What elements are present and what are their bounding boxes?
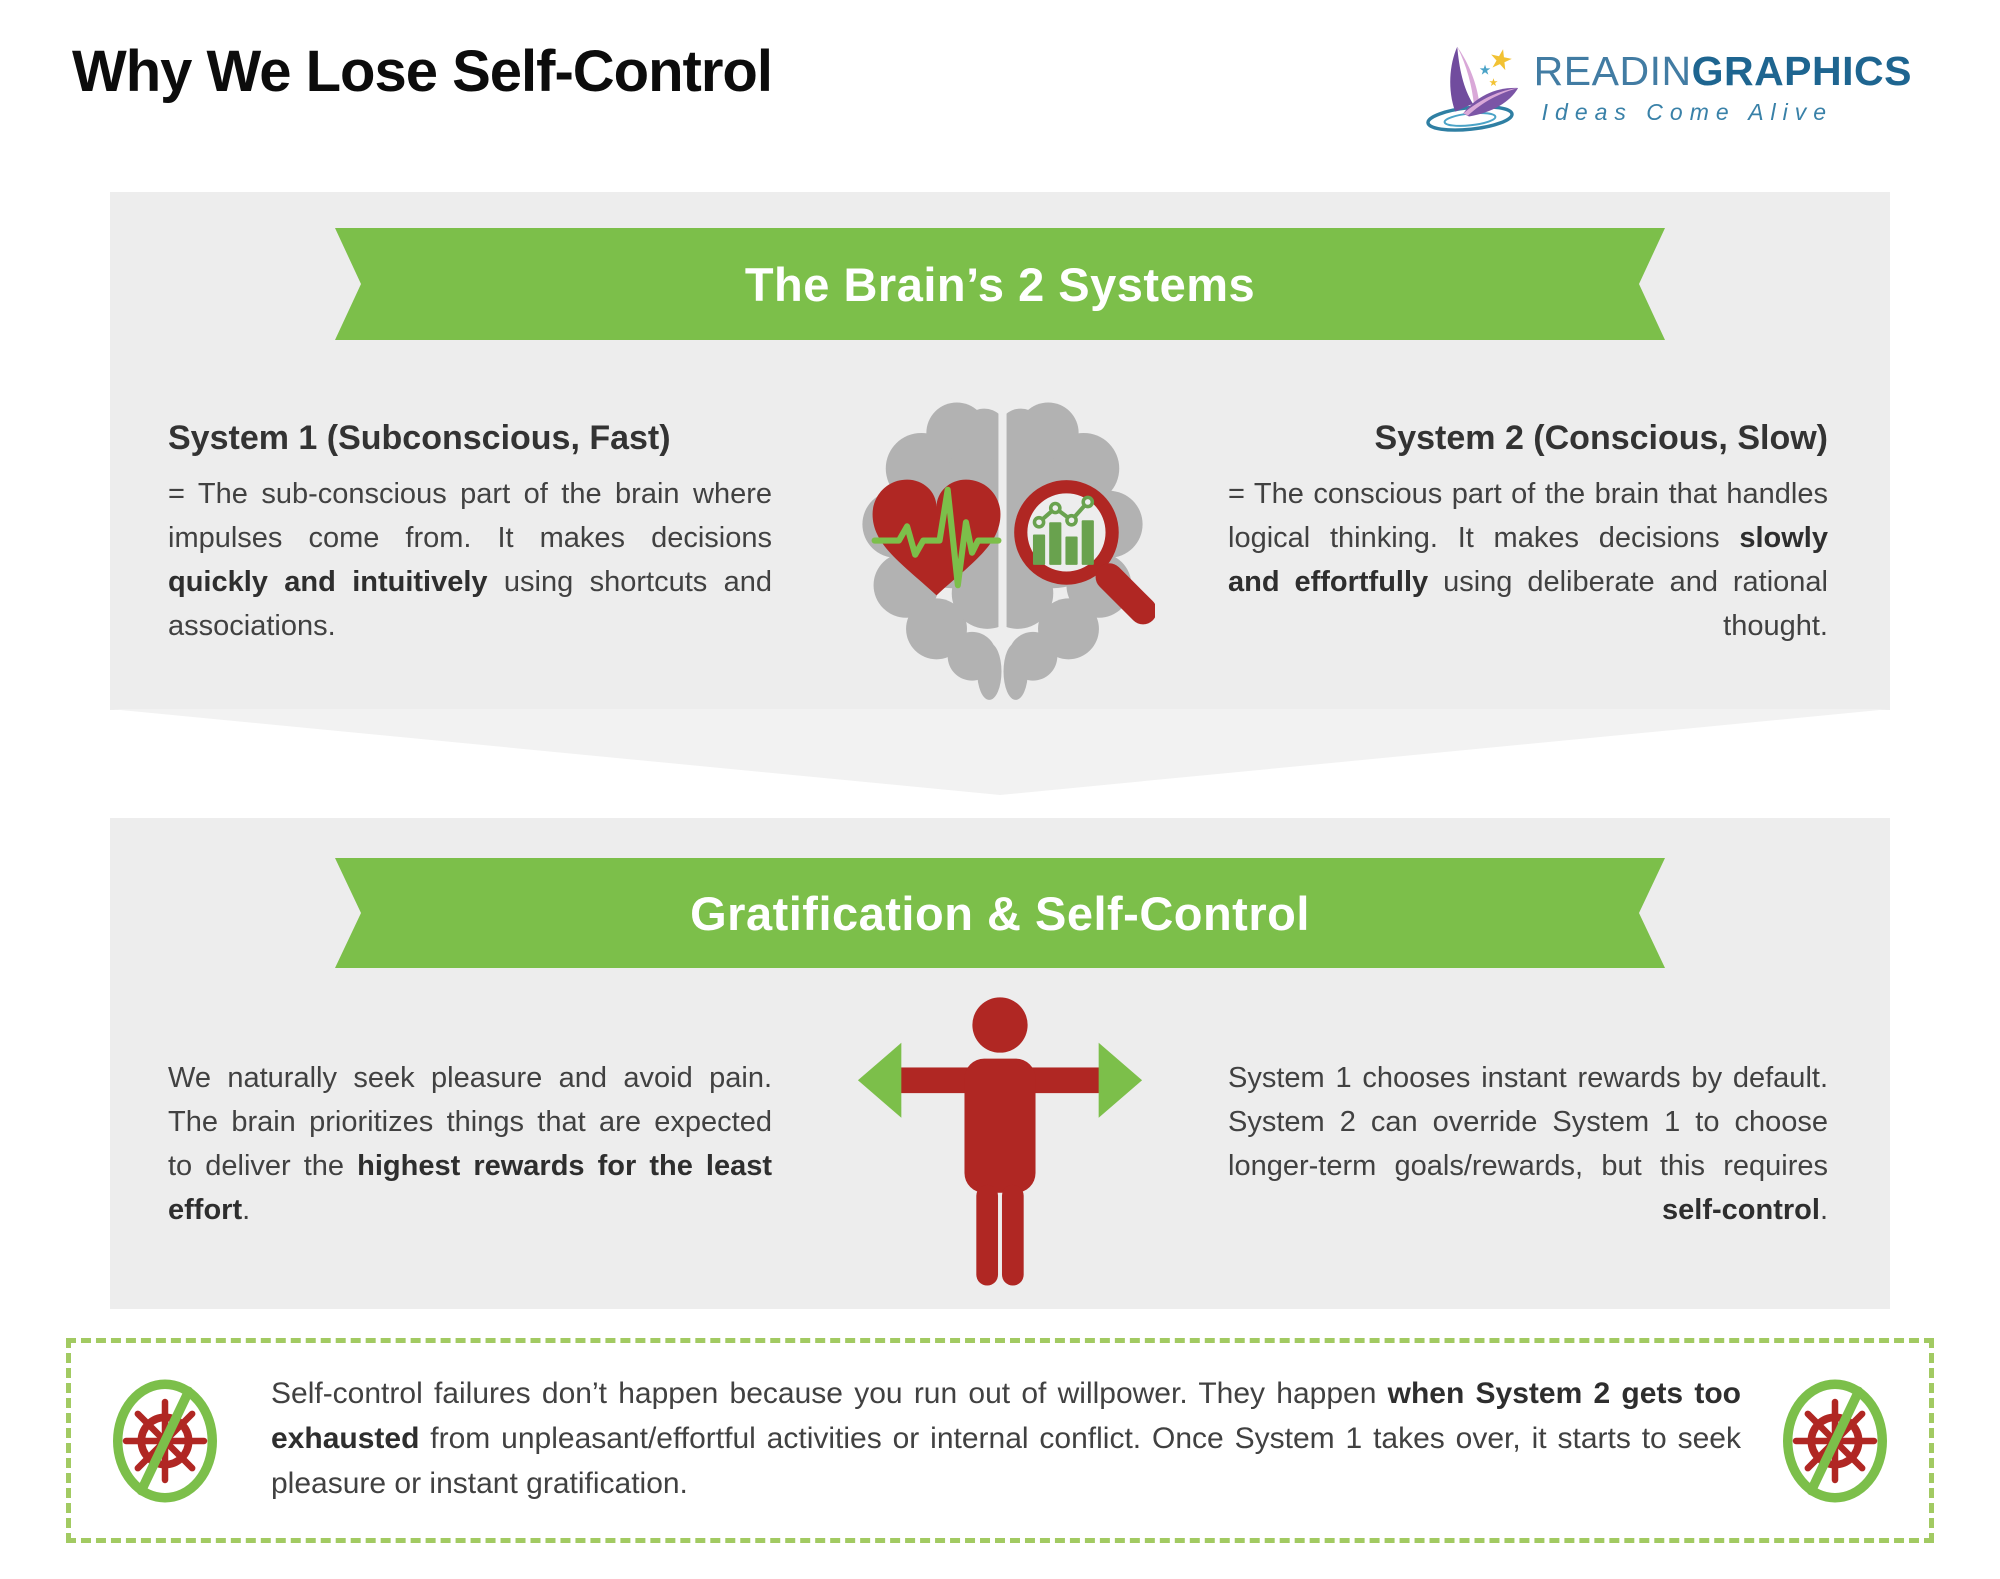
system2-text: = The conscious part of the brain that h… — [1228, 478, 1828, 554]
svg-text:★: ★ — [1488, 77, 1498, 89]
key-takeaway-box: Self-control failures don’t happen becau… — [66, 1338, 1934, 1543]
section-divider-chevron — [110, 709, 1890, 795]
banner-brain-systems-label: The Brain’s 2 Systems — [744, 257, 1256, 311]
gratification-left-column: We naturally seek pleasure and avoid pai… — [168, 1056, 772, 1232]
system1-text-after: using shortcuts and associations. — [168, 566, 772, 642]
gratification-right-paragraph: System 1 chooses instant rewards by defa… — [1228, 1056, 1828, 1232]
brand-tagline: Ideas Come Alive — [1541, 99, 1834, 126]
gratification-right-text-after: . — [1819, 1194, 1828, 1226]
left-arrow-icon — [857, 1042, 902, 1118]
system1-column: System 1 (Subconscious, Fast) = The sub-… — [168, 418, 772, 648]
system2-column: System 2 (Conscious, Slow) = The conscio… — [1228, 418, 1828, 648]
system1-heading: System 1 (Subconscious, Fast) — [168, 419, 671, 457]
system1-text-bold: quickly and intuitively — [168, 566, 488, 598]
banner-brain-systems: The Brain’s 2 Systems — [335, 228, 1665, 340]
svg-text:★: ★ — [1478, 62, 1490, 77]
key-takeaway-text-bold: when System 2 gets too exhausted — [271, 1377, 1741, 1455]
person-choice-arrows-icon — [857, 997, 1143, 1286]
gratification-left-text-after: . — [242, 1194, 251, 1226]
heart-pulse-icon — [871, 479, 1002, 596]
right-arrow-icon — [1098, 1042, 1143, 1118]
system1-paragraph: = The sub-conscious part of the brain wh… — [168, 472, 772, 648]
magnifier-chart-icon — [1014, 480, 1155, 625]
brand-logo: ★ ★ ★ READINGRAPHICS Ideas Come Alive — [1416, 38, 1912, 138]
gratification-left-text: We naturally seek pleasure and avoid pai… — [168, 1062, 772, 1182]
key-takeaway-text-after: from unpleasant/effortful activities or … — [271, 1422, 1741, 1500]
no-self-control-icon — [113, 1379, 217, 1502]
system1-text: = The sub-conscious part of the brain wh… — [168, 478, 772, 554]
key-takeaway-paragraph: Self-control failures don’t happen becau… — [271, 1371, 1741, 1506]
banner-gratification-label: Gratification & Self-Control — [690, 886, 1310, 940]
brand-text: READINGRAPHICS Ideas Come Alive — [1533, 47, 1912, 126]
system2-paragraph: = The conscious part of the brain that h… — [1228, 472, 1828, 648]
reading-graphics-book-logo-icon: ★ ★ ★ — [1425, 42, 1518, 132]
gratification-left-paragraph: We naturally seek pleasure and avoid pai… — [168, 1056, 772, 1232]
key-takeaway-text: Self-control failures don’t happen becau… — [271, 1377, 1388, 1410]
system2-text-after: using deliberate and rational thought. — [1428, 566, 1828, 642]
brain-midline — [998, 385, 1007, 705]
no-self-control-icon — [1783, 1379, 1887, 1502]
system2-text-bold: slowly and effortfully — [1228, 522, 1828, 598]
gratification-left-text-bold: highest rewards for the least effort — [168, 1150, 773, 1226]
brand-name-bold: GRAPHICS — [1691, 47, 1912, 94]
system2-heading: System 2 (Conscious, Slow) — [1374, 419, 1828, 457]
brand-name: READINGRAPHICS — [1533, 47, 1912, 94]
gratification-right-text-bold: self-control — [1662, 1194, 1820, 1226]
brain-icon — [862, 385, 1155, 705]
gratification-right-text: System 1 chooses instant rewards by defa… — [1228, 1062, 1828, 1182]
page-title: Why We Lose Self-Control — [72, 39, 773, 104]
banner-gratification: Gratification & Self-Control — [335, 858, 1665, 968]
brand-name-light: READIN — [1533, 47, 1692, 94]
gratification-right-column: System 1 chooses instant rewards by defa… — [1228, 1056, 1828, 1232]
